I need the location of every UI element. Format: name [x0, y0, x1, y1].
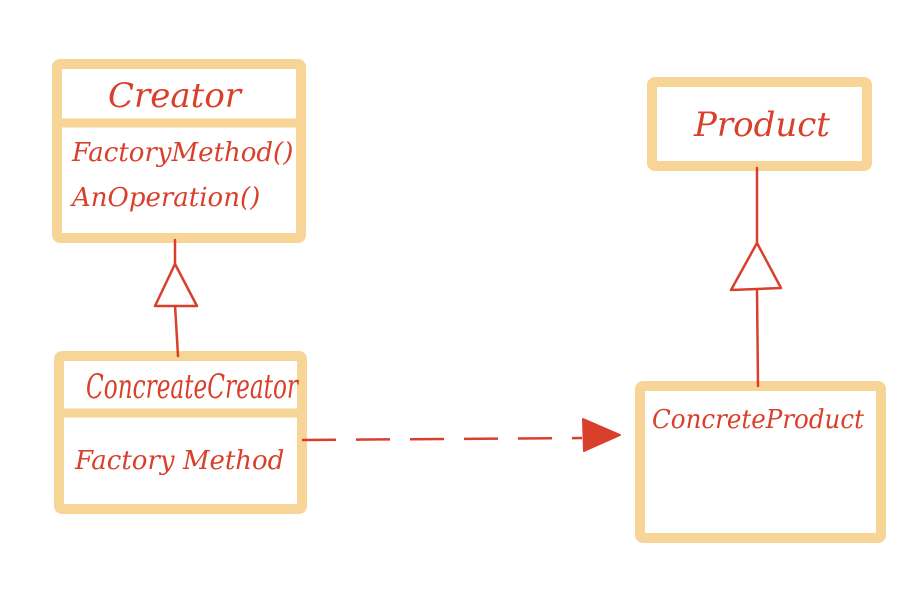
creator-class-title: Creator [108, 76, 243, 116]
creator-method-an-operation: AnOperation() [70, 183, 260, 213]
hollow-triangle-arrowhead-creator [153, 262, 199, 308]
creator-class: Creator FactoryMethod() AnOperation() [52, 59, 306, 243]
product-class-title: Product [693, 105, 830, 145]
hollow-triangle-arrowhead-product [729, 241, 783, 292]
concrete-product-class-box [635, 381, 886, 543]
creator-class-box [52, 59, 306, 243]
inheritance-line-product [755, 288, 760, 388]
filled-arrowhead [582, 418, 621, 452]
dependency-dashed-line [301, 436, 583, 442]
inheritance-concrete-product-to-product [729, 166, 783, 388]
creator-method-factory-method: FactoryMethod() [71, 138, 293, 168]
inheritance-line-creator [173, 303, 180, 358]
concrete-product-class: ConcreteProduct [635, 381, 886, 543]
product-class-box [647, 77, 872, 171]
concrete-creator-class-title: ConcreateCreator [86, 367, 299, 407]
inheritance-concrete-creator-to-creator [153, 238, 199, 358]
product-class: Product [647, 77, 872, 171]
concrete-product-class-title: ConcreteProduct [652, 405, 865, 435]
dependency-concrete-creator-to-concrete-product [301, 418, 621, 452]
concrete-creator-class: ConcreateCreator Factory Method [54, 351, 307, 514]
concrete-creator-class-box [54, 351, 307, 514]
concrete-creator-method-factory-method: Factory Method [74, 446, 284, 476]
